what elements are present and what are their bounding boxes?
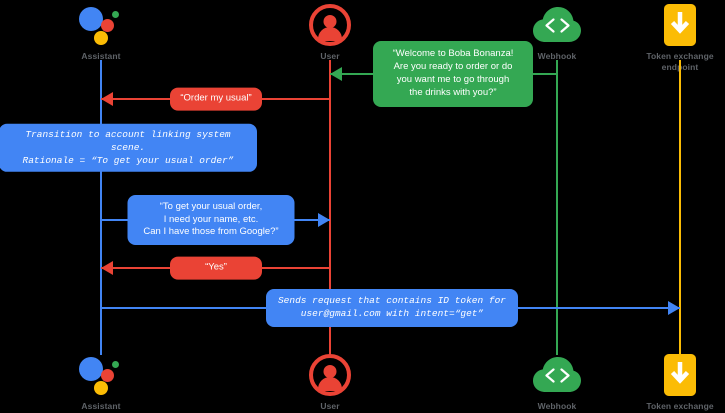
lifeline-token [679,60,681,355]
message-text-welcome: “Welcome to Boba Bonanza! Are you ready … [392,48,514,98]
message-bubble-welcome: “Welcome to Boba Bonanza! Are you ready … [373,41,533,107]
user-icon [309,4,351,46]
actor-icon-wrapper [275,352,385,398]
assistant-dot [112,361,119,368]
arrow-head-yes [101,261,113,275]
actor-icon-wrapper [46,352,156,398]
download-box-icon [659,353,701,397]
message-text-yes: “Yes” [205,261,227,273]
google-assistant-icon [79,4,123,46]
arrow-head-welcome [330,67,342,81]
assistant-dot [94,381,108,395]
actor-label-webhook: Webhook [537,51,577,61]
user-body [318,27,342,41]
actor-icon-wrapper [46,2,156,48]
message-bubble-yes: “Yes” [170,256,262,280]
actor-assistant-top: Assistant [46,2,156,62]
lifeline-user [329,60,331,355]
user-icon [309,354,351,396]
actor-label-webhook: Webhook [537,401,577,411]
assistant-dot [79,7,103,31]
google-assistant-icon [79,354,123,396]
actor-label-user: User [320,401,340,411]
arrow-head-order-my-usual [101,92,113,106]
message-text-sends-request: Sends request that contains ID token for… [277,295,507,319]
actor-label-user: User [320,51,340,61]
actor-user-top: User [275,2,385,62]
lifeline-webhook [556,60,558,355]
actor-icon-wrapper [502,2,612,48]
actor-icon-wrapper [625,352,725,398]
user-body [318,377,342,391]
lifeline-assistant [100,60,102,355]
actor-label-assistant: Assistant [81,51,121,61]
message-bubble-need-your-name: “To get your usual order, I need your na… [127,195,295,245]
message-bubble-transition-note: Transition to account linking system sce… [0,123,257,173]
actor-label-assistant: Assistant [81,401,121,411]
actor-user-bottom: User [275,352,385,412]
actor-token-bottom: Token exchange endpoint [625,352,725,413]
actor-icon-wrapper [502,352,612,398]
actor-label-token: Token exchange endpoint [646,51,714,72]
cloud-code-icon [532,354,582,396]
message-bubble-order-my-usual: “Order my usual” [170,87,262,111]
arrow-head-sends-request [668,301,680,315]
actor-webhook-bottom: Webhook [502,352,612,412]
cloud-code-icon [532,4,582,46]
assistant-dot [101,369,114,382]
assistant-dot [79,357,103,381]
actor-icon-wrapper [275,2,385,48]
actor-label-token: Token exchange endpoint [646,401,714,413]
assistant-dot [94,31,108,45]
user-head [323,365,337,378]
message-bubble-sends-request: Sends request that contains ID token for… [266,289,518,327]
arrow-head-need-your-name [318,213,330,227]
actor-token-top: Token exchange endpoint [625,2,725,72]
assistant-dot [101,19,114,32]
message-text-transition-note: Transition to account linking system sce… [22,128,234,166]
assistant-dot [112,11,119,18]
user-head [323,15,337,28]
message-text-need-your-name: “To get your usual order, I need your na… [143,200,279,238]
actor-assistant-bottom: Assistant [46,352,156,412]
actor-icon-wrapper [625,2,725,48]
download-box-icon [659,3,701,47]
message-text-order-my-usual: “Order my usual” [180,92,252,104]
actor-webhook-top: Webhook [502,2,612,62]
